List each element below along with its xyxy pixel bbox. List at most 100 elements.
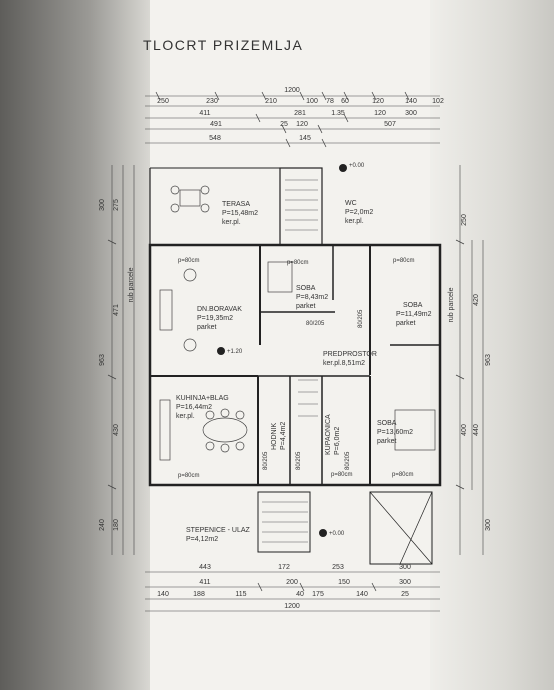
door-size-4: 80/205	[296, 451, 302, 470]
dim-bottom-r2-3: 150	[338, 579, 350, 586]
dim-right-2: 420	[473, 294, 480, 306]
dim-top-4: 100	[306, 98, 318, 105]
dim-bottom-r3-1: 140	[157, 591, 169, 598]
dim-bottom-r3-2: 188	[193, 591, 205, 598]
door-size-5: 80/205	[345, 451, 351, 470]
stepenice-name: STEPENICE - ULAZ	[186, 527, 251, 534]
opening-texts: p=80cm p=80cm p=80cm p=80cm p=80cm p=80c…	[178, 258, 415, 479]
dim-top-r2-5: 300	[405, 110, 417, 117]
dim-top-r2-1: 411	[199, 110, 210, 117]
dim-top-r3-1: 491	[210, 121, 222, 128]
kuhinja-name: KUHINJA+BLAG	[176, 395, 229, 402]
dim-top-r2-2: 281	[294, 110, 306, 117]
walls	[148, 167, 442, 565]
dim-top-9: 102	[432, 98, 444, 105]
dim-bottom-r3-4: 40	[296, 591, 304, 598]
dim-bottom-r3-6: 140	[356, 591, 368, 598]
dim-top-2: 230	[206, 98, 218, 105]
level-markers	[217, 164, 347, 537]
dim-top-r4-2: 145	[299, 135, 311, 142]
dim-top-r2-3: 1.35	[331, 110, 345, 117]
soba2-area: P=11,49m2	[396, 311, 432, 318]
dim-right-1: 250	[461, 214, 468, 226]
side-label-right: rub parcele	[448, 287, 455, 322]
dim-left-4: 963	[99, 354, 106, 366]
opening-4: p=80cm	[178, 473, 200, 479]
dim-right-6: 300	[485, 519, 492, 531]
plan-title: TLOCRT PRIZEMLJA	[143, 37, 304, 53]
kupaonica-name: KUPAONICA	[325, 414, 332, 455]
dim-top-8: 140	[405, 98, 417, 105]
background-left	[0, 0, 150, 690]
soba1-floor: parket	[296, 303, 316, 310]
dim-left-6: 240	[99, 519, 106, 531]
dim-bottom-r3-5: 175	[312, 591, 324, 598]
wc-name: WC	[345, 200, 357, 207]
soba3-floor: parket	[377, 438, 397, 445]
background-right	[430, 0, 554, 690]
soba3-area: P=13,60m2	[377, 429, 413, 436]
stairs	[262, 179, 318, 543]
soba3-name: SOBA	[377, 420, 397, 427]
kuhinja-floor: ker.pl.	[176, 413, 195, 420]
dim-bottom-r2-1: 411	[199, 579, 210, 586]
dim-left-5: 430	[113, 424, 120, 436]
dim-bottom-r2-4: 300	[399, 579, 411, 586]
dimension-texts: 1200 250 230 210 100 78 60 120 140 102 4…	[99, 87, 492, 610]
dim-bottom-total: 1200	[284, 603, 300, 610]
terasa-name: TERASA	[222, 201, 250, 208]
dim-right-4: 400	[461, 424, 468, 436]
level-middle: +1.20	[227, 349, 243, 355]
dim-bottom-r2-2: 200	[286, 579, 298, 586]
kupaonica-area: P=6,0m2	[334, 427, 341, 455]
dim-bottom-r3-3: 115	[235, 591, 246, 598]
soba2-name: SOBA	[403, 302, 423, 309]
opening-5: p=80cm	[331, 472, 353, 478]
stepenice-area: P=4,12m2	[186, 536, 218, 543]
door-size-1: 80/205	[306, 321, 325, 327]
dim-top-r2-4: 120	[374, 110, 386, 117]
dim-top-1: 250	[157, 98, 169, 105]
opening-6: p=80cm	[392, 472, 414, 478]
dim-top-r3-4: 507	[384, 121, 396, 128]
side-label-left: rub parcele	[128, 267, 135, 302]
soba1-area: P=8,43m2	[296, 294, 328, 301]
dim-bottom-3: 253	[332, 564, 344, 571]
wc-area: P=2,0m2	[345, 209, 373, 216]
dnevni-name: DN.BORAVAK	[197, 306, 242, 313]
predprostor-name: PREDPROSTOR	[323, 351, 377, 358]
dim-top-total: 1200	[284, 87, 300, 94]
level-texts: +0.00 +1.20 +0.00	[227, 163, 365, 537]
level-bottom: +0.00	[329, 531, 345, 537]
dnevni-floor: parket	[197, 324, 217, 331]
dim-left-1: 300	[99, 199, 106, 211]
soba2-floor: parket	[396, 320, 416, 327]
dim-top-r3-2: 25	[280, 121, 288, 128]
dim-top-3: 210	[265, 98, 277, 105]
dim-top-6: 60	[341, 98, 349, 105]
dim-bottom-2: 172	[278, 564, 290, 571]
opening-3: p=80cm	[393, 258, 415, 264]
dim-top-5: 78	[326, 98, 334, 105]
dim-right-3: 963	[485, 354, 492, 366]
furniture	[159, 185, 436, 461]
dim-right-5: 440	[473, 424, 480, 436]
predprostor-area: ker.pl.8,51m2	[323, 360, 365, 367]
hodnik-name: HODNIK	[271, 422, 278, 450]
opening-2: p=80cm	[287, 260, 309, 266]
wc-floor: ker.pl.	[345, 218, 364, 225]
soba1-name: SOBA	[296, 285, 316, 292]
door-size-2: 80/205	[358, 309, 364, 328]
door-size-3: 80/205	[263, 451, 269, 470]
dim-top-7: 120	[372, 98, 384, 105]
dimension-lines	[107, 91, 484, 612]
terasa-area: P=15,48m2	[222, 210, 258, 217]
dim-left-2: 275	[113, 199, 120, 211]
dnevni-area: P=19,35m2	[197, 315, 233, 322]
terasa-floor: ker.pl.	[222, 219, 241, 226]
hodnik-area: P=4,4m2	[280, 422, 287, 450]
dim-bottom-1: 443	[199, 564, 211, 571]
dim-left-7: 180	[113, 519, 120, 531]
